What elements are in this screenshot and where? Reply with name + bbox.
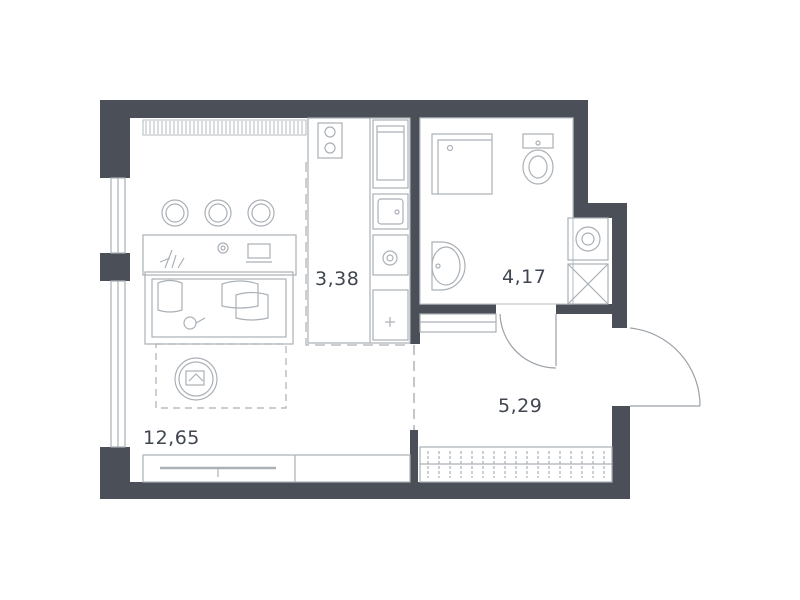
wall-top — [100, 100, 588, 118]
washing-machine-icon — [567, 217, 609, 261]
curtain — [142, 119, 307, 136]
oven-icon — [372, 119, 409, 189]
wall-bath-bottom-right — [556, 304, 612, 314]
wall-bottom — [100, 482, 630, 499]
living-room-area-label: 12,65 — [143, 427, 200, 449]
toilet-icon — [522, 133, 554, 185]
kitchen-zone — [305, 117, 411, 346]
wall-stub — [410, 314, 420, 344]
stove-icon — [317, 122, 343, 159]
bathroom-area-label: 4,17 — [502, 266, 547, 288]
wall-right-lower — [612, 406, 630, 499]
wall-left-middle — [100, 253, 130, 281]
wall-left-upper — [100, 100, 130, 178]
shelf-icon — [419, 313, 497, 333]
door-swing-icon — [413, 313, 701, 430]
wall-partition — [410, 430, 418, 482]
shower-tray-icon — [431, 133, 493, 195]
desk-icon — [142, 234, 297, 276]
wall-niche-right — [612, 203, 627, 328]
round-table-icon — [174, 357, 218, 401]
window-icon — [110, 177, 126, 448]
storage-box-icon — [567, 263, 609, 305]
sofa-icon — [144, 271, 294, 345]
washbasin-icon — [431, 241, 466, 291]
fridge-icon — [372, 289, 409, 341]
wardrobe-icon — [419, 446, 613, 483]
kitchen-sink-icon — [372, 193, 409, 230]
wall-bath-bottom — [420, 304, 496, 314]
dishwasher-icon — [372, 234, 409, 276]
wall-bath-left — [410, 118, 420, 314]
wall-right-upper — [573, 100, 588, 218]
bathroom-fixtures — [419, 117, 609, 305]
tv-icon — [142, 454, 411, 483]
hallway-area-label: 5,29 — [498, 395, 543, 417]
living-furniture — [142, 199, 411, 483]
walls — [100, 100, 630, 499]
chair-icon — [161, 199, 275, 227]
rug — [155, 343, 287, 409]
kitchen-area-label: 3,38 — [315, 268, 360, 290]
